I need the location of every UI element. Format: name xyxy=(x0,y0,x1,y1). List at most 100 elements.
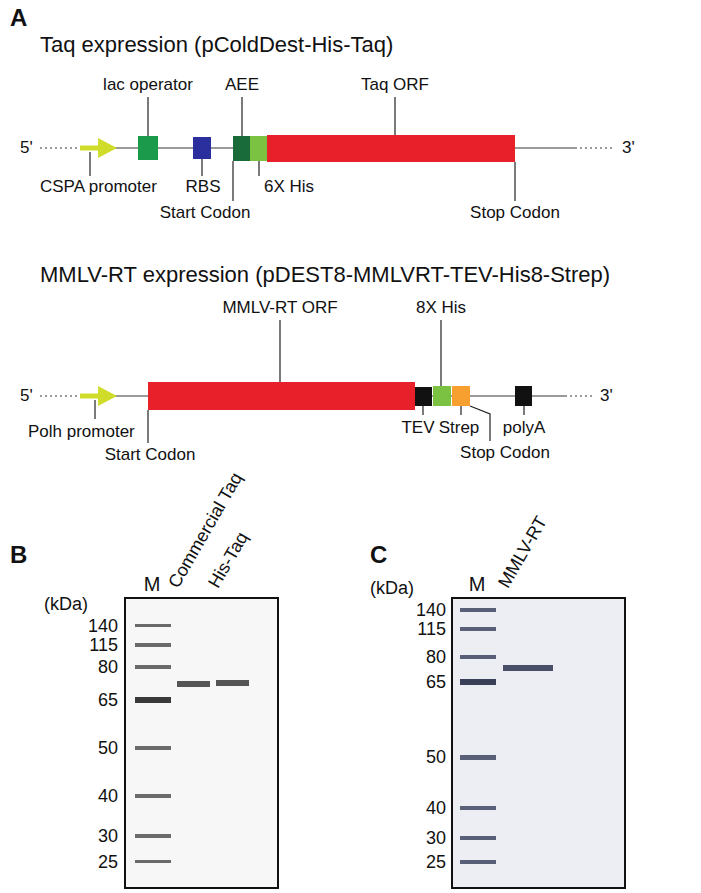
gel-image xyxy=(452,598,625,888)
construct-title: MMLV-RT expression (pDEST8-MMLVRT-TEV-Hi… xyxy=(40,262,610,287)
leader-line xyxy=(94,400,95,419)
leader-line xyxy=(422,406,423,415)
leader-line xyxy=(232,161,233,201)
marker-band xyxy=(135,746,171,750)
marker-size: 80 xyxy=(426,647,446,668)
marker-size: 25 xyxy=(426,852,446,873)
marker-band xyxy=(460,755,496,760)
marker-band xyxy=(135,794,171,798)
marker-size: 115 xyxy=(417,619,446,640)
marker-band xyxy=(460,806,496,810)
leader-line xyxy=(460,406,461,415)
leader-line xyxy=(258,161,259,176)
his-tag-box xyxy=(433,386,451,406)
part-label: TEV xyxy=(401,418,434,438)
leader-line xyxy=(514,162,515,201)
marker-size: 140 xyxy=(88,616,118,637)
part-label: CSPA promoter xyxy=(40,177,157,197)
marker-band xyxy=(460,608,496,612)
leader-line xyxy=(89,152,90,176)
axis-unit: (kDa) xyxy=(370,578,414,599)
promoter-arrow xyxy=(98,386,117,406)
part-label: Polh promoter xyxy=(28,422,135,442)
aee-box xyxy=(233,136,250,161)
marker-bands xyxy=(135,624,171,863)
panel-letter: C xyxy=(370,541,387,569)
lane-label: M xyxy=(144,573,161,596)
axis-unit: (kDa) xyxy=(44,594,88,615)
part-label: lac operator xyxy=(103,75,193,95)
end-label: 3' xyxy=(622,138,635,158)
marker-size: 25 xyxy=(98,852,118,873)
end-label: 3' xyxy=(600,386,613,406)
construct-title: Taq expression (pColdDest-His-Taq) xyxy=(40,32,393,57)
part-label: AEE xyxy=(225,75,259,95)
marker-size: 30 xyxy=(98,826,118,847)
marker-size: 80 xyxy=(98,657,118,678)
dotted-backbone xyxy=(40,147,80,149)
panel-letter: B xyxy=(10,541,27,569)
lane-label: M xyxy=(469,573,486,596)
marker-size: 140 xyxy=(416,600,446,621)
dotted-backbone xyxy=(575,147,615,149)
marker-band xyxy=(460,627,496,631)
lane-label: MMLV-RT xyxy=(494,513,552,592)
part-label: Strep xyxy=(439,418,480,438)
leader-line xyxy=(394,97,395,135)
gel-image xyxy=(125,598,278,888)
leader-lines xyxy=(95,320,524,443)
marker-size: 50 xyxy=(426,747,446,768)
dotted-backbone xyxy=(40,395,80,397)
leader-line xyxy=(523,406,524,415)
leader-line xyxy=(241,97,242,136)
part-label: Stop Codon xyxy=(460,443,550,463)
leader-line xyxy=(279,320,280,382)
rbs-box xyxy=(193,137,211,159)
strep-tag-box xyxy=(452,386,470,406)
his-tag-box xyxy=(250,136,267,161)
protein-band xyxy=(177,681,210,687)
part-label: Start Codon xyxy=(105,445,196,465)
part-label: Taq ORF xyxy=(361,75,429,95)
orf-bar xyxy=(267,135,515,162)
marker-size: 65 xyxy=(98,690,118,711)
end-label: 5' xyxy=(20,386,33,406)
marker-size: 40 xyxy=(426,798,446,819)
panel-letter: A xyxy=(10,4,27,32)
orf-bar xyxy=(148,382,415,410)
polya-box xyxy=(515,386,532,406)
tev-box xyxy=(415,387,432,406)
leader-line xyxy=(201,159,202,176)
part-label: MMLV-RT ORF xyxy=(222,298,337,318)
part-label: 8X His xyxy=(416,298,466,318)
marker-size: 40 xyxy=(98,786,118,807)
protein-band xyxy=(503,665,553,671)
end-label: 5' xyxy=(20,138,33,158)
leader-line xyxy=(440,320,441,386)
marker-band xyxy=(135,665,171,669)
lac-operator-box xyxy=(138,136,158,160)
marker-band xyxy=(135,860,171,863)
leader-line xyxy=(147,410,148,443)
promoter-arrow xyxy=(98,138,117,158)
part-label: RBS xyxy=(186,177,221,197)
marker-band xyxy=(460,860,496,864)
part-label: polyA xyxy=(503,418,546,438)
marker-band xyxy=(460,655,496,659)
marker-band xyxy=(135,834,171,838)
part-label: 6X His xyxy=(264,177,314,197)
leader-line xyxy=(147,97,148,136)
marker-band xyxy=(135,624,171,627)
marker-size: 65 xyxy=(426,672,446,693)
marker-band xyxy=(135,643,171,647)
promoter-arrow xyxy=(80,146,99,151)
marker-size: 30 xyxy=(426,828,446,849)
part-label: Stop Codon xyxy=(470,203,560,223)
promoter-arrow xyxy=(80,394,99,399)
marker-band xyxy=(460,679,496,685)
marker-size: 115 xyxy=(89,635,118,656)
part-label: Start Codon xyxy=(160,203,251,223)
marker-band xyxy=(135,697,171,703)
protein-band xyxy=(216,680,249,686)
